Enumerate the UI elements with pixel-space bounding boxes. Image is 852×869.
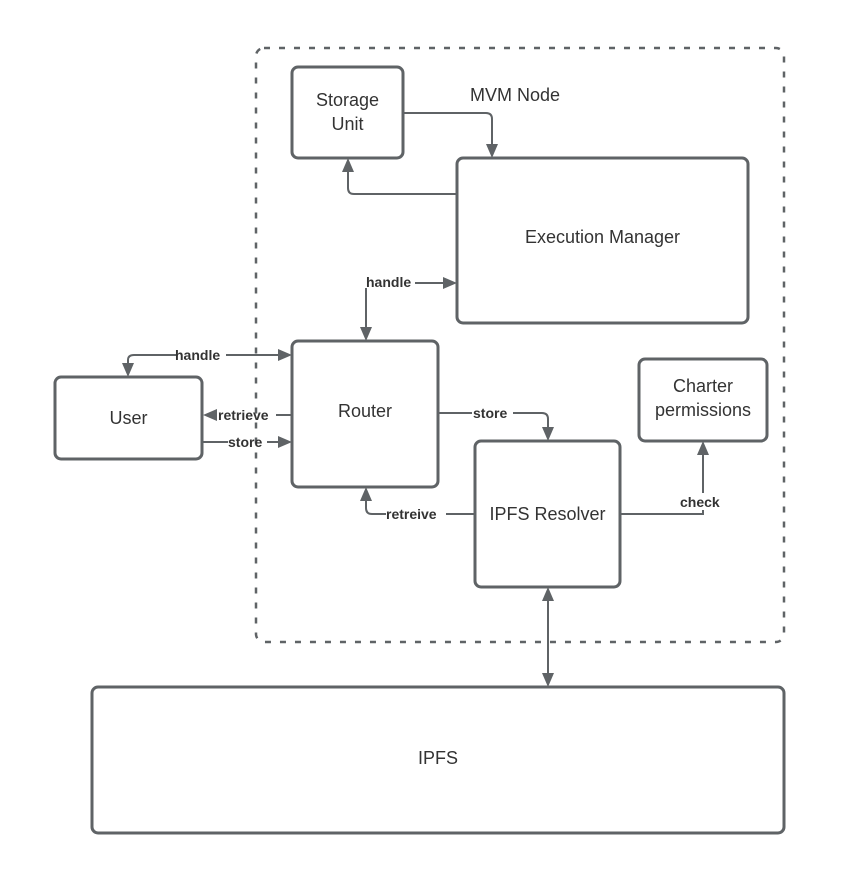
storage-unit-label-line2: Unit	[331, 114, 363, 134]
mvm-node-container	[254, 46, 786, 644]
edge-exec-to-storage	[342, 158, 457, 195]
edge-label-handle: handle	[175, 347, 220, 363]
edge-label-retrieve: retrieve	[218, 407, 269, 423]
arrowhead-icon	[278, 436, 292, 448]
arrowhead-icon	[486, 144, 498, 158]
ipfs-label: IPFS	[418, 748, 458, 768]
arrowhead-icon	[122, 363, 134, 377]
user-label: User	[109, 408, 147, 428]
charter-label-line2: permissions	[655, 400, 751, 420]
arrowhead-icon	[542, 587, 554, 601]
arrowhead-icon	[542, 673, 554, 687]
arrowhead-icon	[697, 441, 709, 455]
arrowhead-icon	[443, 277, 457, 289]
edge-resolver-ipfs	[542, 587, 554, 687]
edge-resolver-to-router-retreive: retreive	[360, 487, 475, 522]
arrowhead-icon	[203, 409, 217, 421]
edge-label-check: check	[680, 494, 720, 510]
node-ipfs[interactable]: IPFS	[90, 685, 786, 835]
edge-router-to-resolver-store: store	[438, 405, 554, 441]
edge-label-store: store	[473, 405, 507, 421]
router-label: Router	[338, 401, 392, 421]
mvm-node-label: MVM Node	[470, 85, 560, 105]
ipfs-resolver-label: IPFS Resolver	[489, 504, 605, 524]
arrowhead-icon	[278, 349, 292, 361]
node-ipfs-resolver[interactable]: IPFS Resolver	[473, 439, 622, 589]
arrowhead-icon	[360, 487, 372, 501]
edge-storage-to-exec	[403, 112, 498, 158]
arrowhead-icon	[342, 158, 354, 172]
node-charter-permissions[interactable]: Charter permissions	[637, 357, 769, 443]
node-execution-manager[interactable]: Execution Manager	[455, 156, 750, 325]
arrowhead-icon	[542, 427, 554, 441]
node-router[interactable]: Router	[290, 339, 440, 489]
edge-label-retreive: retreive	[386, 506, 437, 522]
edge-label-handle: handle	[366, 274, 411, 290]
edge-router-to-user-retrieve: retrieve	[203, 407, 292, 423]
edge-user-router-handle: handle	[122, 347, 292, 377]
node-user[interactable]: User	[53, 375, 204, 461]
edge-router-exec-handle: handle	[360, 274, 457, 341]
edge-resolver-to-charter-check: check	[620, 441, 727, 515]
edge-user-to-router-store: store	[202, 434, 292, 450]
execution-manager-label: Execution Manager	[525, 227, 680, 247]
edge-label-store: store	[228, 434, 262, 450]
node-storage-unit[interactable]: Storage Unit	[290, 65, 405, 160]
charter-label-line1: Charter	[673, 376, 733, 396]
arrowhead-icon	[360, 327, 372, 341]
storage-unit-label-line1: Storage	[316, 90, 379, 110]
